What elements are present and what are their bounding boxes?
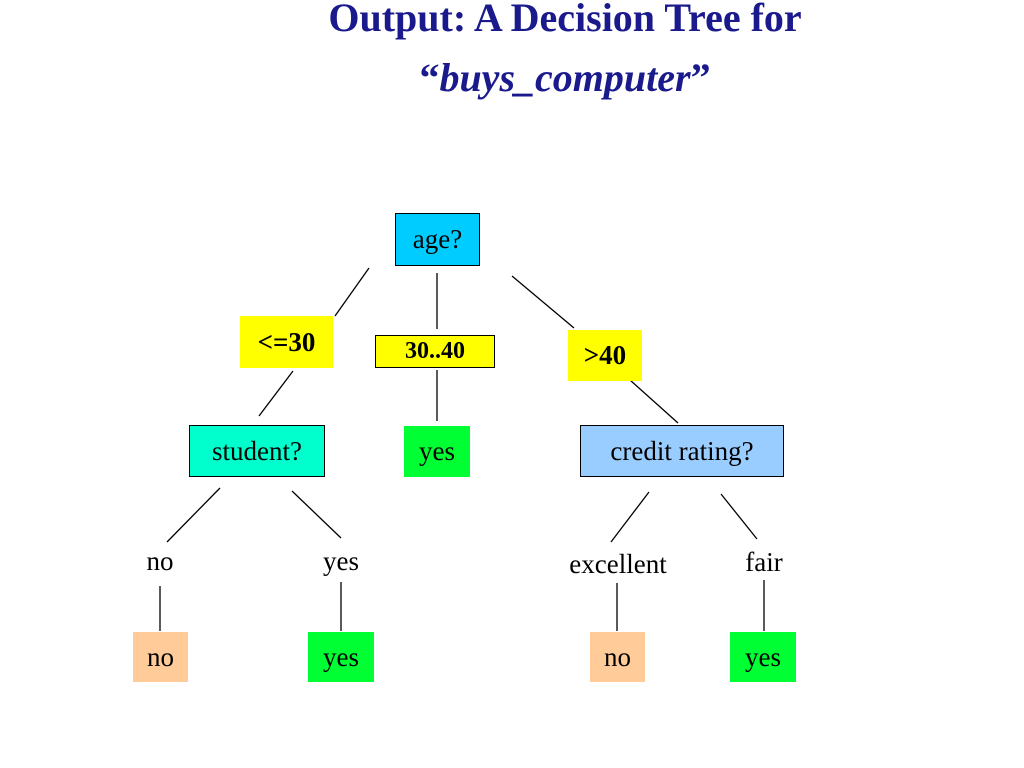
branch-senior: >40 <box>568 330 642 381</box>
leaf-credit-excellent-no: no <box>590 632 645 682</box>
branch-middle-label: 30..40 <box>405 338 465 364</box>
edge-young-to-student <box>258 370 294 417</box>
leaf-student-yes: yes <box>308 632 374 682</box>
leaf-student-no: no <box>133 632 188 682</box>
title-open-quote: “ <box>419 55 440 100</box>
edge-senior-to-credit <box>629 379 679 424</box>
title-target-attribute: buys_computer <box>439 55 691 100</box>
branch-young: <=30 <box>240 316 333 368</box>
student-branch-yes-label: yes <box>323 545 359 576</box>
student-branch-no: no <box>135 542 185 580</box>
middle-leaf-yes: yes <box>404 426 470 477</box>
credit-node-label: credit rating? <box>610 435 754 466</box>
credit-branch-excellent-label: excellent <box>569 548 667 579</box>
edge-root-to-senior <box>511 275 575 329</box>
edge-credit-to-excellent <box>610 491 650 543</box>
student-branch-no-label: no <box>146 545 174 576</box>
branch-middle: 30..40 <box>375 335 495 368</box>
edge-student-to-yes <box>291 490 342 539</box>
branch-young-label: <=30 <box>257 326 316 357</box>
credit-rating-node: credit rating? <box>580 425 784 477</box>
slide-title-line-1: Output: A Decision Tree for <box>328 0 802 40</box>
credit-branch-fair-label: fair <box>745 546 783 577</box>
root-label: age? <box>412 224 463 254</box>
edge-credit-to-fair <box>720 493 758 540</box>
credit-branch-excellent: excellent <box>552 545 684 583</box>
leaf-student-yes-label: yes <box>323 641 359 672</box>
leaf-credit-fair-label: yes <box>745 641 781 672</box>
title-close-quote: ” <box>690 55 711 100</box>
student-node: student? <box>189 425 325 477</box>
leaf-student-no-label: no <box>147 641 174 672</box>
leaf-credit-fair-yes: yes <box>730 632 796 682</box>
leaf-credit-excellent-label: no <box>604 641 631 672</box>
edge-student-to-no <box>166 487 221 543</box>
edge-root-to-young <box>334 267 370 317</box>
middle-leaf-label: yes <box>419 436 455 466</box>
credit-branch-fair: fair <box>734 543 794 581</box>
student-node-label: student? <box>212 435 302 466</box>
student-branch-yes: yes <box>311 542 371 580</box>
root-node-age: age? <box>395 213 480 266</box>
branch-senior-label: >40 <box>583 340 627 370</box>
slide-title-line-2: “buys_computer” <box>0 54 1024 102</box>
